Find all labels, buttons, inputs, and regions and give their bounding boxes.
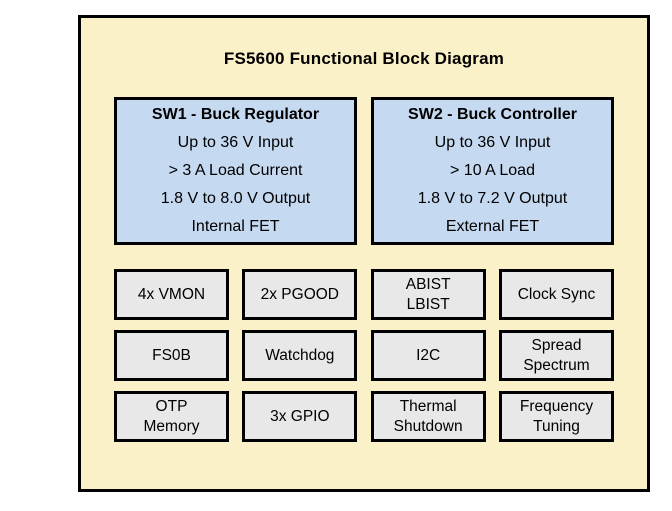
block-frequency-tuning: Frequency Tuning bbox=[498, 391, 614, 442]
regulator-row: SW1 - Buck Regulator Up to 36 V Input > … bbox=[114, 97, 614, 245]
block-abist-lbist: ABIST LBIST bbox=[370, 269, 486, 320]
sw2-spec-load: > 10 A Load bbox=[450, 162, 535, 179]
sw2-buck-controller-block: SW2 - Buck Controller Up to 36 V Input >… bbox=[371, 97, 614, 245]
block-spread-spectrum: Spread Spectrum bbox=[498, 330, 614, 381]
block-clock-sync: Clock Sync bbox=[498, 269, 614, 320]
block-watchdog: Watchdog bbox=[242, 330, 358, 381]
sw2-spec-fet: External FET bbox=[445, 218, 540, 235]
block-diagram-frame: FS5600 Functional Block Diagram SW1 - Bu… bbox=[78, 15, 650, 492]
block-vmon: 4x VMON bbox=[114, 269, 229, 320]
sw1-buck-regulator-block: SW1 - Buck Regulator Up to 36 V Input > … bbox=[114, 97, 357, 245]
sw1-block-title: SW1 - Buck Regulator bbox=[151, 106, 320, 123]
sw1-spec-output: 1.8 V to 8.0 V Output bbox=[160, 190, 311, 207]
sw1-spec-load: > 3 A Load Current bbox=[168, 162, 303, 179]
feature-grid: 4x VMON 2x PGOOD ABIST LBIST Clock Sync … bbox=[114, 269, 614, 442]
sw1-spec-fet: Internal FET bbox=[191, 218, 280, 235]
diagram-title: FS5600 Functional Block Diagram bbox=[223, 49, 505, 68]
sw2-block-title: SW2 - Buck Controller bbox=[408, 106, 577, 123]
sw2-spec-output: 1.8 V to 7.2 V Output bbox=[417, 190, 568, 207]
block-otp-memory: OTP Memory bbox=[114, 391, 229, 442]
block-pgood: 2x PGOOD bbox=[242, 269, 358, 320]
block-thermal-shutdown: Thermal Shutdown bbox=[370, 391, 486, 442]
sw2-spec-input: Up to 36 V Input bbox=[434, 134, 551, 151]
block-fs0b: FS0B bbox=[114, 330, 229, 381]
block-gpio: 3x GPIO bbox=[242, 391, 358, 442]
block-i2c: I2C bbox=[370, 330, 486, 381]
sw1-spec-input: Up to 36 V Input bbox=[177, 134, 294, 151]
